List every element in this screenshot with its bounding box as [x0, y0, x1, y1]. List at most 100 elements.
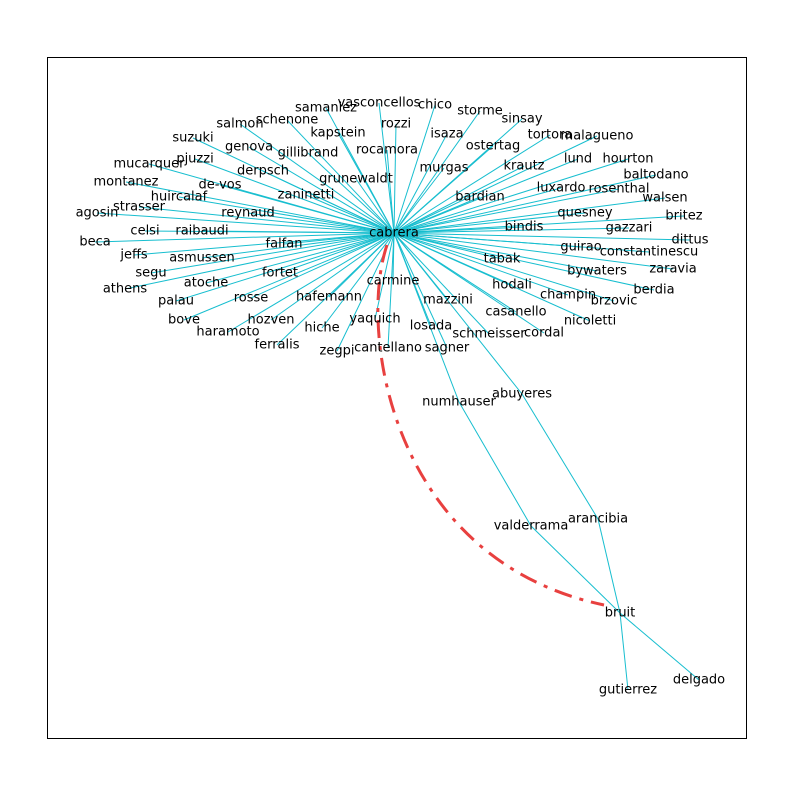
highlighted-edge-cabrera-bruit	[376, 244, 605, 607]
node-label-samaniez: samaniez	[295, 101, 357, 116]
edge-cabrera-asmussen	[201, 232, 395, 259]
node-label-rocamora: rocamora	[356, 143, 418, 158]
edge-cabrera-bindis	[393, 226, 525, 234]
edge-cabrera-sagner	[393, 232, 448, 349]
edge-cabrera-vasconcellos	[378, 102, 395, 234]
node-label-atoche: atoche	[184, 276, 228, 291]
node-label-baltodano: baltodano	[623, 168, 688, 183]
edge-cabrera-agosin	[96, 212, 395, 234]
plot-frame	[47, 57, 747, 739]
edge-cabrera-derpsch	[262, 170, 395, 234]
edge-cabrera-tortora	[393, 134, 551, 234]
edge-cabrera-dittus	[393, 232, 691, 241]
edge-cabrera-raibaudi	[201, 230, 395, 234]
edge-cabrera-salmon	[239, 123, 395, 234]
node-label-champin: champin	[540, 288, 596, 303]
edge-cabrera-atoche	[205, 232, 395, 284]
edge-cabrera-rocamora	[386, 149, 395, 234]
edge-cabrera-beca	[94, 232, 395, 243]
node-label-tabak: tabak	[484, 252, 521, 267]
node-label-schenone: schenone	[256, 113, 319, 128]
edge-cabrera-tabak	[393, 232, 503, 260]
edge-cabrera-cantellano	[387, 232, 395, 349]
node-label-hourton: hourton	[602, 152, 653, 167]
node-label-zegpi: zegpi	[320, 344, 355, 359]
node-label-krautz: krautz	[504, 159, 545, 174]
node-label-gillibrand: gillibrand	[278, 146, 339, 161]
node-label-beca: beca	[79, 235, 110, 250]
edge-cabrera-genova	[248, 146, 395, 234]
edge-cabrera-brzovic	[393, 232, 615, 302]
edge-cabrera-falfan	[283, 232, 395, 245]
node-label-zaninetti: zaninetti	[278, 188, 335, 203]
node-label-isaza: isaza	[430, 127, 463, 142]
node-label-luxardo: luxardo	[537, 181, 586, 196]
edge-cabrera-yaquich	[374, 232, 395, 320]
edge-cabrera-zaravia	[393, 232, 674, 270]
edge-cabrera-carmine	[392, 232, 395, 282]
node-label-derpsch: derpsch	[237, 164, 289, 179]
node-label-cantellano: cantellano	[354, 341, 422, 356]
edge-cabrera-jeffs	[133, 232, 395, 256]
edge-cabrera-krautz	[393, 165, 525, 234]
edge-cabrera-pjuzzi	[194, 158, 395, 234]
edge-cabrera-reynaud	[247, 212, 395, 234]
edge-cabrera-rozzi	[393, 123, 397, 234]
edge-cabrera-numhauser	[393, 232, 460, 403]
edge-cabrera-gazzari	[393, 227, 630, 234]
node-label-gutierrez: gutierrez	[599, 683, 657, 698]
node-label-haramoto: haramoto	[196, 325, 259, 340]
node-label-carmine: carmine	[367, 274, 420, 289]
node-label-valderrama: valderrama	[494, 519, 569, 534]
edge-cabrera-huircalaf	[178, 196, 395, 234]
node-label-bindis: bindis	[505, 220, 544, 235]
edge-bruit-delgado	[619, 612, 700, 681]
edge-cabrera-schenone	[286, 119, 395, 234]
edge-cabrera-strasser	[138, 206, 395, 234]
edge-cabrera-palau	[175, 232, 395, 302]
edge-cabrera-isaza	[393, 133, 448, 234]
node-label-zaravia: zaravia	[649, 262, 696, 277]
node-label-genova: genova	[225, 140, 273, 155]
edge-cabrera-britez	[393, 215, 685, 234]
node-label-raibaudi: raibaudi	[175, 224, 228, 239]
node-label-rosenthal: rosenthal	[589, 182, 650, 197]
edge-cabrera-murgas	[393, 167, 445, 234]
edge-numhauser-valderrama	[458, 401, 532, 527]
node-label-montanez: montanez	[94, 175, 159, 190]
edge-cabrera-walsen	[393, 197, 666, 234]
edge-cabrera-haramoto	[227, 232, 395, 333]
edge-cabrera-storme	[393, 110, 481, 234]
node-label-bardian: bardian	[455, 190, 504, 205]
edge-cabrera-fortet	[279, 232, 395, 274]
edge-cabrera-baltodano	[393, 174, 657, 234]
node-label-hiche: hiche	[304, 321, 339, 336]
node-label-berdia: berdia	[633, 283, 674, 298]
node-label-murgas: murgas	[419, 161, 468, 176]
node-label-rozzi: rozzi	[381, 117, 411, 132]
edge-cabrera-ostertag	[393, 145, 494, 234]
node-label-arancibia: arancibia	[568, 512, 628, 527]
highlight-layer	[376, 244, 605, 607]
edge-cabrera-hiche	[321, 232, 395, 329]
node-label-britez: britez	[665, 209, 702, 224]
edge-cabrera-berdia	[393, 232, 655, 291]
node-label-tortora: tortora	[528, 128, 573, 143]
node-label-palau: palau	[158, 294, 194, 309]
node-label-ferralis: ferralis	[255, 338, 300, 353]
node-label-reynaud: reynaud	[221, 206, 274, 221]
node-label-cabrera: cabrera	[369, 226, 419, 241]
node-label-huircalaf: huircalaf	[151, 190, 208, 205]
node-label-sinsay: sinsay	[501, 112, 542, 127]
node-label-numhauser: numhauser	[422, 395, 496, 410]
edge-cabrera-quesney	[393, 212, 586, 234]
node-label-hozven: hozven	[248, 313, 295, 328]
node-label-bove: bove	[168, 313, 200, 328]
edge-cabrera-luxardo	[393, 187, 562, 234]
edge-arancibia-bruit	[597, 518, 621, 614]
node-label-agosin: agosin	[76, 206, 119, 221]
node-label-grunewaldt: grunewaldt	[319, 172, 393, 187]
node-label-suzuki: suzuki	[172, 131, 213, 146]
node-label-constantinescu: constantinescu	[600, 245, 699, 260]
edge-bruit-gutierrez	[619, 612, 629, 691]
